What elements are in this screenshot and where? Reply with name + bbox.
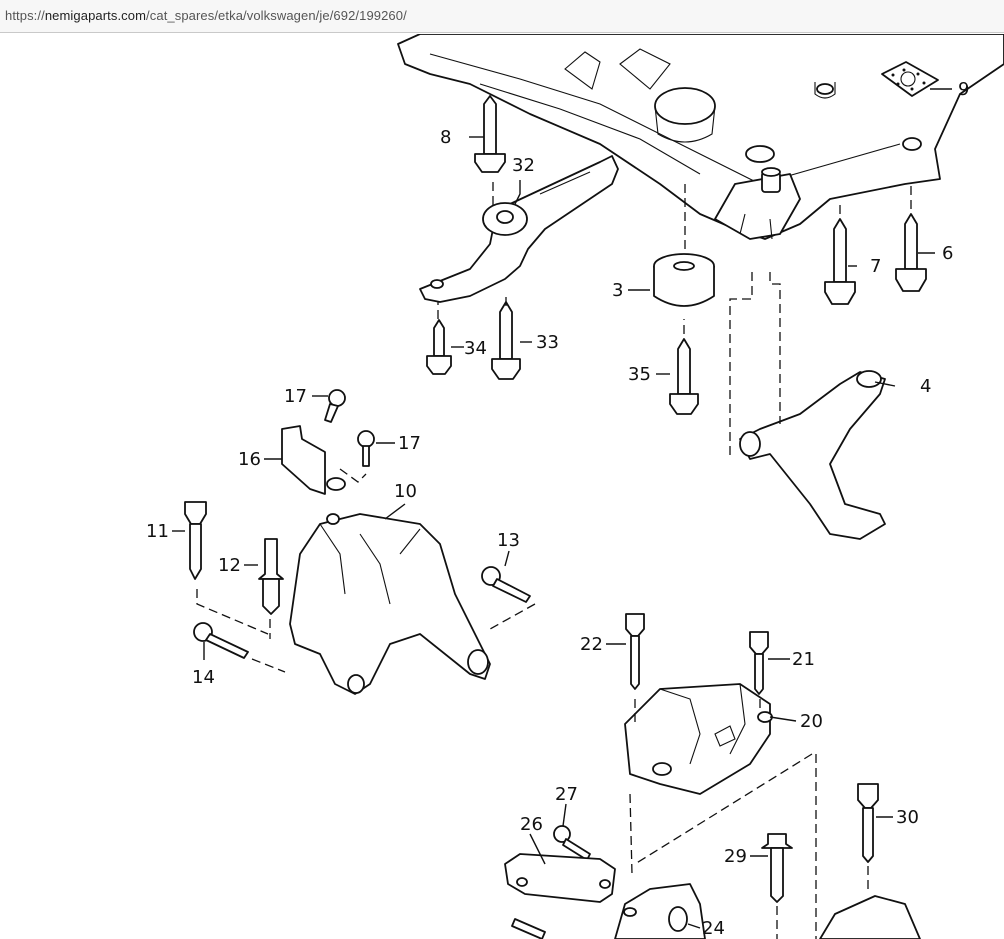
address-bar[interactable]: https://nemigaparts.com/cat_spares/etka/… bbox=[0, 0, 1004, 33]
url-path: /cat_spares/etka/volkswagen/je/692/19926… bbox=[146, 8, 407, 23]
callout-29: 29 bbox=[724, 846, 747, 867]
bolts bbox=[184, 95, 927, 903]
callout-14: 14 bbox=[192, 667, 215, 688]
callout-10: 10 bbox=[394, 481, 417, 502]
torque-arm-drawing bbox=[419, 155, 619, 303]
callout-21: 21 bbox=[792, 649, 815, 670]
bolt-14 bbox=[193, 622, 249, 659]
bolt-33 bbox=[491, 301, 521, 380]
callout-9: 9 bbox=[958, 79, 969, 100]
callout-17-top: 17 bbox=[284, 386, 307, 407]
leader-lines bbox=[172, 88, 952, 929]
bracket-24-drawing bbox=[511, 883, 706, 939]
dashed-lines bbox=[196, 182, 912, 939]
url-text[interactable]: https://nemigaparts.com/cat_spares/etka/… bbox=[5, 8, 407, 23]
callout-30: 30 bbox=[896, 807, 919, 828]
bolt-6 bbox=[895, 213, 927, 292]
bolt-17b bbox=[357, 430, 375, 467]
callout-22: 22 bbox=[580, 634, 603, 655]
url-host: nemigaparts.com bbox=[44, 8, 147, 23]
bolt-17a bbox=[324, 389, 346, 423]
callout-24: 24 bbox=[702, 918, 725, 939]
url-prefix: https:// bbox=[5, 8, 45, 23]
callout-16: 16 bbox=[238, 449, 261, 470]
callout-26: 26 bbox=[520, 814, 543, 835]
engine-mount-drawing bbox=[289, 513, 491, 695]
callout-17-right: 17 bbox=[398, 433, 421, 454]
trans-mount-drawing bbox=[624, 683, 773, 795]
bolt-7 bbox=[824, 218, 856, 305]
bolt-30 bbox=[857, 783, 879, 863]
callout-4: 4 bbox=[920, 376, 931, 397]
callout-13: 13 bbox=[497, 530, 520, 551]
bracket-26-drawing bbox=[504, 853, 616, 903]
bracket-30-drawing bbox=[819, 895, 921, 939]
callout-labels: 8 32 3 4 7 6 9 10 11 12 13 14 16 17 17 2… bbox=[146, 79, 969, 939]
bolt-29 bbox=[761, 833, 793, 903]
callout-8: 8 bbox=[440, 127, 451, 148]
bolt-13 bbox=[481, 566, 531, 603]
callout-33: 33 bbox=[536, 332, 559, 353]
callout-7: 7 bbox=[870, 256, 881, 277]
bolt-27 bbox=[553, 825, 591, 861]
gasket-9-drawing bbox=[881, 61, 939, 97]
subframe-drawing bbox=[397, 34, 1004, 240]
callout-27: 27 bbox=[555, 784, 578, 805]
callout-11: 11 bbox=[146, 521, 169, 542]
parts-diagram: 8 32 3 4 7 6 9 10 11 12 13 14 16 17 17 2… bbox=[146, 34, 1004, 939]
callout-20: 20 bbox=[800, 711, 823, 732]
bolt-22 bbox=[625, 613, 645, 690]
bolt-34 bbox=[426, 319, 452, 375]
bolt-12 bbox=[258, 538, 284, 615]
callout-32: 32 bbox=[512, 155, 535, 176]
bushing-drawing bbox=[653, 253, 715, 307]
callout-12: 12 bbox=[218, 555, 241, 576]
bolt-11 bbox=[184, 501, 207, 580]
callout-6: 6 bbox=[942, 243, 953, 264]
callout-34: 34 bbox=[464, 338, 487, 359]
bolt-8 bbox=[474, 95, 506, 173]
callout-35: 35 bbox=[628, 364, 651, 385]
bracket-16-drawing bbox=[281, 425, 346, 495]
callout-3: 3 bbox=[612, 280, 623, 301]
bolt-21 bbox=[749, 631, 769, 695]
bolt-35 bbox=[669, 338, 699, 415]
control-arm-drawing bbox=[739, 370, 886, 540]
